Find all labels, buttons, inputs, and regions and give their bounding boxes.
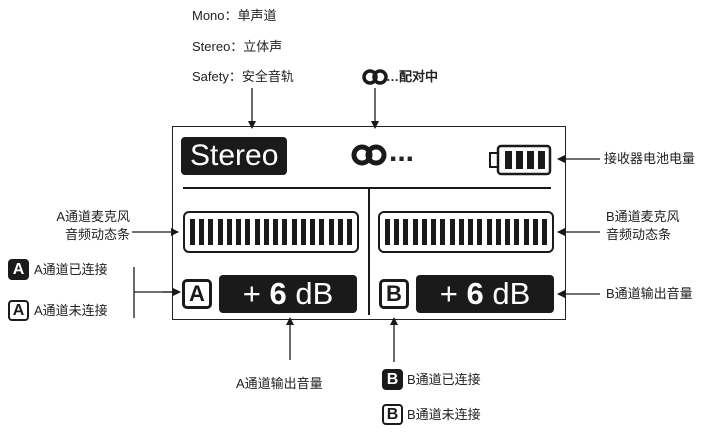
header-divider [183, 187, 551, 189]
battery-segment [538, 151, 545, 169]
channel-a-volume: + 6 dB [219, 275, 357, 313]
channel-a-meter-segment [291, 219, 297, 245]
channel-b-meter-segment [477, 219, 483, 245]
channel-a-meter-segment [328, 219, 334, 245]
battery-icon [489, 144, 552, 176]
channel-a-volume-unit: dB [295, 276, 334, 311]
callout-b-meter-line1: B通道麦克风 [606, 209, 680, 224]
callout-b-output: B通道输出音量 [606, 286, 693, 301]
channel-b-meter-segment [440, 219, 446, 245]
channel-a-meter-segment [226, 219, 232, 245]
channel-a-meter-segment [263, 219, 269, 245]
channel-b-meter-segment [385, 219, 390, 245]
channel-a-meter-segment [319, 219, 325, 245]
channel-a-meter-segment [236, 219, 242, 245]
a-connected-icon: A [8, 259, 29, 280]
receiver-display: Stereo ... A + 6 dB B + 6 dB [172, 126, 566, 320]
channel-b-meter-segment [449, 219, 455, 245]
link-icon [362, 69, 388, 85]
channel-b-volume-unit: dB [492, 276, 531, 311]
channel-b-meter-segment [421, 219, 427, 245]
callout-b-disconnected: B通道未连接 [407, 407, 481, 422]
pairing-dots: ... [389, 135, 415, 168]
channel-a-meter-segment [208, 219, 214, 245]
channel-b-meter-segment [514, 219, 520, 245]
channel-a-meter-segment [217, 219, 223, 245]
channel-a-meter-segment [337, 219, 343, 245]
channel-b-meter-segment [495, 219, 501, 245]
channel-b-meter-segment [394, 219, 400, 245]
callout-a-connected: A通道已连接 [34, 262, 108, 277]
callout-b-connected: B通道已连接 [407, 372, 481, 387]
channel-b-meter-segment [431, 219, 437, 245]
legend-stereo: Stereo：立体声 [192, 39, 283, 54]
battery-segment [516, 151, 523, 169]
pairing-link-icon [351, 144, 387, 166]
channel-a-meter-segment [245, 219, 251, 245]
channel-b-meter-segment [532, 219, 538, 245]
channel-a-meter-segment [282, 219, 288, 245]
channel-a-meter-segment [300, 219, 306, 245]
channel-a-meter-segment [199, 219, 205, 245]
channel-divider [368, 189, 370, 315]
mode-badge: Stereo [181, 137, 288, 175]
channel-a-volume-value: 6 [269, 276, 287, 311]
battery-segment [527, 151, 534, 169]
channel-b-meter-segment [486, 219, 492, 245]
channel-a-meter-segment [310, 219, 316, 245]
channel-b-meter-segment [468, 219, 474, 245]
callout-a-output: A通道输出音量 [236, 376, 323, 391]
channel-b-meter-segment [505, 219, 511, 245]
channel-a-meter [183, 211, 359, 253]
channel-b-volume-sign: + [439, 276, 458, 311]
legend-mono: Mono：单声道 [192, 8, 277, 23]
channel-a-meter-segment [254, 219, 260, 245]
legend-safety: Safety：安全音轨 [192, 69, 294, 84]
channel-b-meter-segment [458, 219, 464, 245]
channel-b-meter-segment [541, 219, 547, 245]
channel-b-meter [378, 211, 554, 253]
channel-a-meter-segment [346, 219, 352, 245]
b-connected-icon: B [382, 369, 403, 390]
channel-b-meter-segment [523, 219, 529, 245]
callout-receiver-battery: 接收器电池电量 [604, 151, 696, 166]
channel-b-letter: B [379, 279, 409, 309]
channel-b-volume: + 6 dB [416, 275, 554, 313]
callout-b-meter-line2: 音频动态条 [606, 227, 672, 242]
channel-a-letter: A [182, 279, 212, 309]
channel-a-meter-segment [190, 219, 195, 245]
callout-a-disconnected: A通道未连接 [34, 303, 108, 318]
battery-segment [505, 151, 512, 169]
b-disconnected-icon: B [382, 404, 403, 425]
callout-a-meter-line1: A通道麦克风 [56, 209, 130, 224]
channel-b-volume-value: 6 [466, 276, 484, 311]
channel-a-volume-sign: + [242, 276, 261, 311]
channel-b-meter-segment [403, 219, 409, 245]
channel-b-meter-segment [412, 219, 418, 245]
channel-a-meter-segment [273, 219, 279, 245]
legend-pairing: …配对中 [386, 69, 439, 84]
callout-a-meter-line2: 音频动态条 [64, 227, 130, 242]
a-disconnected-icon: A [8, 300, 29, 321]
